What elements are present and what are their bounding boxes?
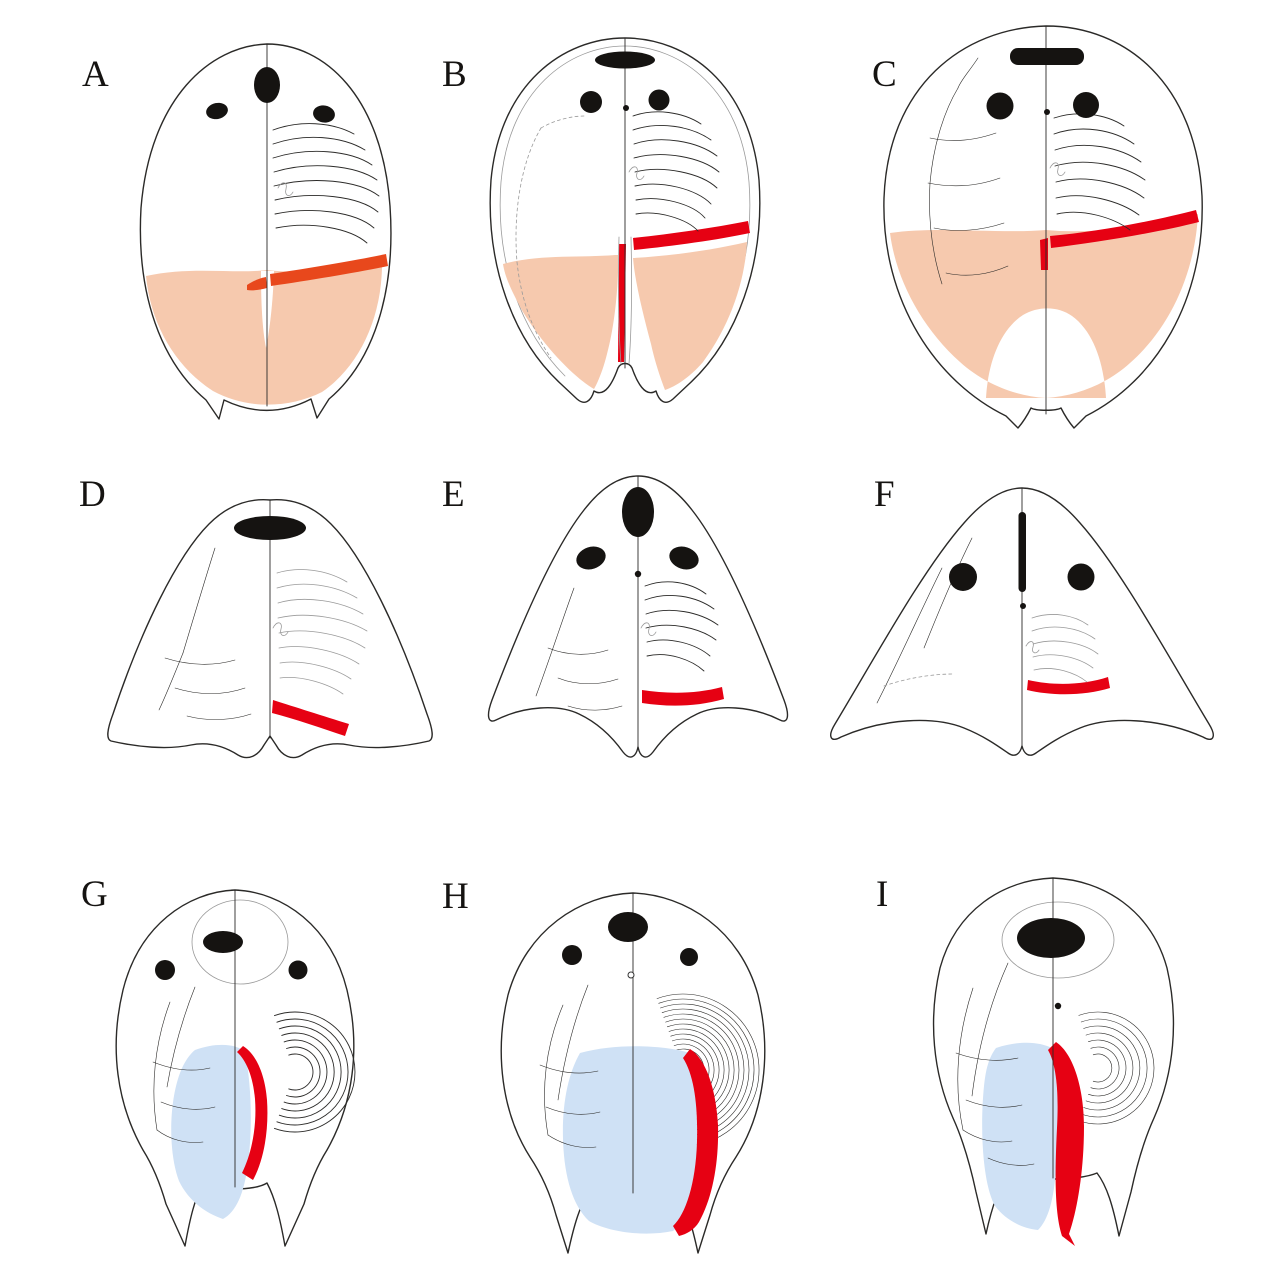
red-band (1027, 677, 1110, 695)
headshield-diagram-f (830, 487, 1214, 756)
panel-label-f: F (874, 474, 895, 515)
red-branchial-margin (673, 1049, 719, 1236)
headshield-diagram-c (883, 25, 1203, 429)
orbit-right (669, 546, 699, 570)
median-canal-squiggle (628, 166, 645, 180)
pineal-dot (627, 971, 635, 979)
orbit-left (580, 91, 602, 113)
median-dorsal-opening (1017, 918, 1085, 958)
median-channel-left (618, 236, 622, 365)
headshield-diagram-a (139, 43, 392, 420)
panel-label-e: E (442, 474, 465, 515)
headshield-diagram-d (107, 499, 433, 759)
red-band (633, 221, 750, 250)
median-channel-right (628, 236, 632, 365)
panel-label-a: A (82, 54, 109, 95)
headshield-diagram-b (489, 37, 761, 403)
orbit-left (206, 102, 228, 120)
orbit-left (949, 563, 977, 591)
pineal-dot (1054, 1002, 1062, 1010)
pineal-dot (1044, 109, 1050, 115)
abdominal-blue-region (171, 1044, 251, 1219)
abdominal-blue-region (982, 1042, 1059, 1230)
panel-label-i: I (876, 874, 889, 915)
orbit-left (986, 92, 1014, 120)
orbit-left (155, 960, 175, 980)
red-median-strip (1040, 238, 1048, 270)
gill-arcs (274, 1011, 356, 1133)
panel-label-h: H (442, 876, 469, 917)
median-canal-squiggle (277, 182, 294, 196)
ventral-salmon-right (633, 242, 747, 390)
lateral-field-lines (539, 984, 601, 1148)
red-band (272, 700, 349, 736)
gill-arcs (1078, 1011, 1155, 1125)
pineal-dot (1020, 603, 1026, 609)
headshield-diagram-g (115, 889, 356, 1247)
red-median-strip (618, 244, 626, 362)
gill-ridges (272, 123, 380, 244)
orbit-left (576, 546, 606, 570)
headshield-diagram-h (500, 892, 766, 1254)
median-notch (261, 271, 274, 348)
inner-margin-left (499, 45, 626, 377)
lateral-field-lines (152, 986, 216, 1143)
red-band (270, 254, 388, 286)
gill-ridges (272, 569, 368, 695)
panel-label-d: D (79, 474, 106, 515)
orbit-right (1067, 563, 1095, 591)
median-canal-squiggle (640, 622, 657, 636)
orbit-left (562, 945, 582, 965)
red-band (1050, 210, 1199, 248)
orbit-right (648, 89, 670, 111)
median-dorsal-slit (1018, 512, 1026, 592)
sensory-canal-network (927, 57, 1009, 285)
red-branchial-margin (237, 1046, 268, 1180)
orbit-right (313, 105, 335, 123)
median-dorsal-opening (595, 51, 655, 69)
ventral-salmon-region (890, 214, 1198, 398)
median-dorsal-opening (608, 912, 648, 942)
lateral-field-lines (876, 537, 973, 704)
lateral-field-lines (955, 962, 1035, 1166)
dorsal-ring (1001, 901, 1115, 979)
gill-ridges (644, 581, 719, 672)
orbit-right (680, 948, 698, 966)
reconstructed-dashed-line (883, 673, 955, 687)
red-branchial-margin (1048, 1042, 1084, 1246)
red-band-left (247, 277, 267, 291)
median-canal-squiggle (1049, 162, 1066, 176)
abdominal-blue-region (562, 1046, 698, 1234)
red-band (642, 687, 724, 706)
headshield-diagram-i (932, 877, 1175, 1246)
ventral-salmon-left (503, 255, 618, 389)
median-dorsal-opening (622, 487, 654, 537)
orbit-right (1073, 92, 1099, 118)
headshield-diagram-e (487, 475, 789, 758)
median-dorsal-opening (234, 516, 306, 540)
lateral-field-lines (158, 547, 252, 720)
gill-ridges (1025, 614, 1099, 683)
median-dorsal-opening (203, 931, 243, 953)
pineal-dot (623, 105, 629, 111)
panel-label-g: G (81, 874, 108, 915)
reconstructed-dashed-lines (515, 115, 586, 359)
pineal-dot (634, 570, 642, 578)
dorsal-ring (191, 899, 289, 985)
panel-label-b: B (442, 54, 467, 95)
lateral-field-lines (535, 587, 623, 711)
median-dorsal-opening (254, 67, 280, 103)
panel-label-c: C (872, 54, 897, 95)
gill-ridges (632, 111, 720, 232)
orbit-right (288, 960, 308, 980)
median-dorsal-opening (1010, 48, 1084, 65)
